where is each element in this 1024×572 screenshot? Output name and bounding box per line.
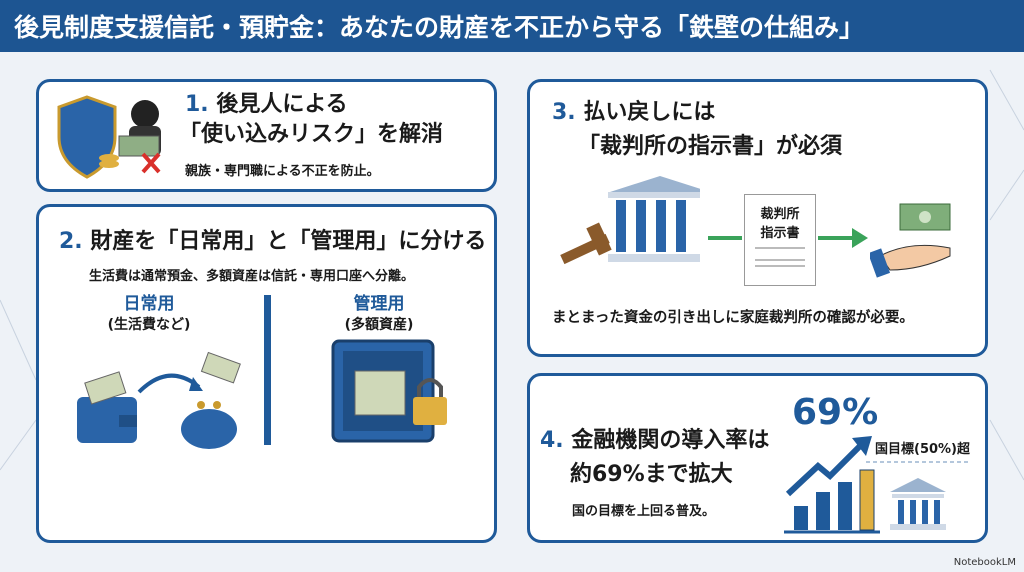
card-subtitle: 生活費は通常預金、多額資産は信託・専用口座へ分離。: [89, 269, 415, 284]
card-separate-assets: 2. 財産を「日常用」と「管理用」に分ける 生活費は通常預金、多額資産は信託・専…: [36, 204, 497, 543]
daily-label: 日常用: [123, 294, 175, 314]
card-title-line2: 約69%まで拡大: [570, 462, 733, 487]
card-title: 財産を「日常用」と「管理用」に分ける: [90, 229, 487, 254]
safe-lock-icon: [331, 339, 447, 443]
card-subtitle: まとまった資金の引き出しに家庭裁判所の確認が必要。: [552, 310, 914, 326]
divider: [264, 295, 271, 445]
managed-note: (多額資産): [344, 317, 414, 333]
page-title: 後見制度支援信託・預貯金：あなたの財産を不正から守る「鉄壁の仕組み」: [0, 0, 1024, 52]
target-label: 国目標(50%)超: [875, 442, 970, 457]
shield-thief-icon: [57, 95, 161, 179]
wallet-to-purse-icon: [77, 351, 241, 449]
card-title-line1: 金融機関の導入率は: [571, 428, 770, 453]
card-number: 4.: [540, 428, 564, 453]
arrow-to-document: [708, 236, 742, 240]
card-title-line1: 後見人による: [216, 92, 348, 117]
card-number: 2.: [59, 229, 83, 254]
growth-chart-icon: [784, 436, 970, 534]
court-gavel-icon: [560, 176, 700, 265]
doc-label-line2: 指示書: [760, 226, 800, 241]
daily-note: (生活費など): [107, 317, 191, 333]
adoption-rate-value: 69%: [792, 392, 879, 433]
notebooklm-brand: NotebookLM: [953, 557, 1016, 568]
card-title-line2: 「裁判所の指示書」が必須: [578, 134, 843, 159]
card-subtitle: 親族・専門職による不正を防止。: [185, 164, 380, 179]
card-number: 3.: [552, 100, 576, 125]
card-title-line2: 「使い込みリスク」を解消: [179, 122, 444, 147]
arrow-to-hand: [818, 228, 868, 248]
bar-1: [794, 506, 808, 530]
hand-money-icon: [870, 203, 951, 278]
managed-label: 管理用: [353, 294, 405, 314]
card-title-line1: 払い戻しには: [583, 100, 716, 125]
doc-label-line1: 裁判所: [760, 207, 800, 222]
card-number: 1.: [185, 92, 209, 117]
bar-2: [816, 492, 830, 530]
bar-4-target-exceeded: [859, 469, 875, 531]
bar-3: [838, 482, 852, 530]
card-usage-risk: 1. 後見人による 「使い込みリスク」を解消 親族・専門職による不正を防止。: [36, 79, 497, 192]
card-adoption-rate: 4. 金融機関の導入率は 約69%まで拡大 国の目標を上回る普及。 69% 国目…: [527, 373, 988, 543]
card-court-order: 3. 払い戻しには 「裁判所の指示書」が必須 裁判所 指示書 まとまった資金の引…: [527, 79, 988, 357]
court-order-document: 裁判所 指示書: [744, 194, 816, 286]
card-subtitle: 国の目標を上回る普及。: [572, 504, 716, 519]
